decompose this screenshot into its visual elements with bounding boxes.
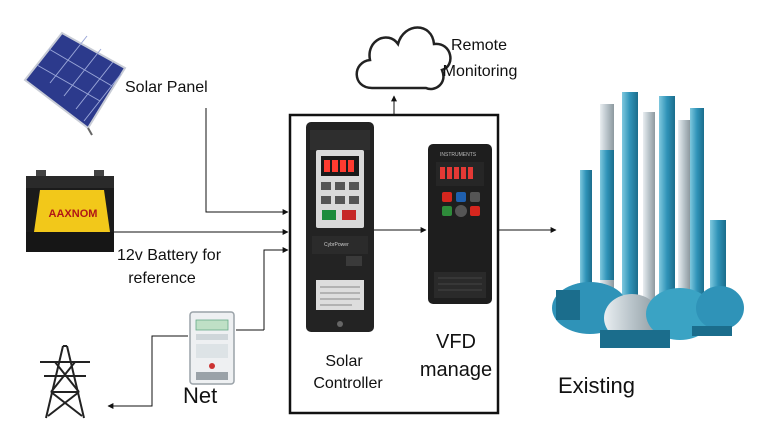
controller-brand-text: CybrPower [324, 242, 349, 248]
transmission-tower-icon [40, 345, 90, 419]
vfd-brand-text: INSTRUMENTS [440, 152, 477, 158]
energy-meter-icon [189, 311, 235, 385]
solar-controller-label-line2: Controller [313, 375, 383, 392]
net-label: Net [183, 383, 218, 408]
vfd-label-line1: VFD [436, 331, 476, 353]
vfd-device [428, 144, 492, 304]
battery-label-line2: reference [128, 270, 196, 287]
cloud-icon [355, 26, 452, 91]
existing-label: Existing [558, 373, 636, 398]
vfd-label-line2: manage [419, 359, 493, 381]
connectors [107, 95, 557, 409]
solar-panel-icon [23, 31, 127, 136]
battery-brand-text: AAXNOM [49, 208, 98, 220]
remote-monitoring-label-line1: Remote [450, 37, 508, 54]
solar-panel-label: Solar Panel [125, 79, 208, 96]
battery-icon [26, 170, 114, 252]
solar-controller-device [306, 122, 374, 332]
remote-monitoring-label-line2: Monitoring [442, 63, 518, 80]
pumps-group-icon [552, 92, 744, 348]
solar-controller-label-line1: Solar [325, 353, 363, 370]
battery-label-line1: 12v Battery for [116, 247, 222, 264]
system-enclosure [288, 113, 500, 415]
